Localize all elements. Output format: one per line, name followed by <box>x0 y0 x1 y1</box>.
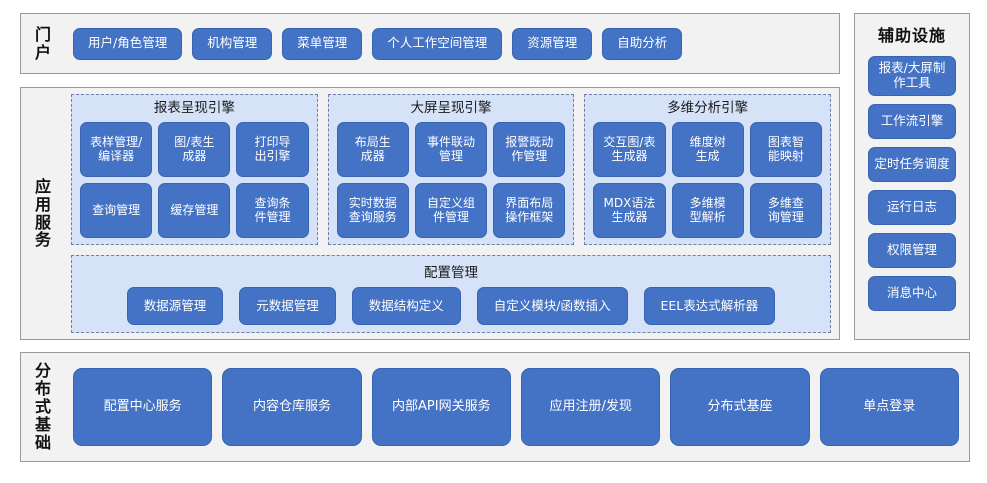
aux-item-report-bigscreen-authoring-tool[interactable]: 报表/大屏制 作工具 <box>868 56 956 96</box>
engine-bigscreen-rendering-title: 大屏呈现引擎 <box>410 100 492 116</box>
application-services-section-label-text: 应用服务 <box>35 176 53 250</box>
portal-item-menu-management[interactable]: 菜单管理 <box>282 27 363 60</box>
engine-item-custom-component-management[interactable]: 自定义组 件管理 <box>414 182 488 238</box>
engine-item-layout-generator[interactable]: 布局生 成器 <box>336 121 409 177</box>
config-item-datasource-management[interactable]: 数据源管理 <box>126 287 224 325</box>
engine-report-rendering-title: 报表呈现引擎 <box>153 100 235 116</box>
base-item-internal-api-gateway-service[interactable]: 内部API网关服务 <box>371 368 511 446</box>
portal-section-label: 门户 <box>21 14 65 73</box>
aux-facilities-title: 辅助设施 <box>877 26 946 45</box>
portal-button-row: 用户/角色管理 机构管理 菜单管理 个人工作空间管理 资源管理 自助分析 <box>73 14 831 73</box>
portal-section-label-text: 门户 <box>35 24 53 62</box>
engine-item-mdx-syntax-generator[interactable]: MDX语法 生成器 <box>593 182 666 238</box>
engine-report-rendering: 报表呈现引擎 表样管理/ 编译器 图/表生 成器 打印导 出引擎 查询管理 缓存… <box>71 94 318 245</box>
portal-item-resource-management[interactable]: 资源管理 <box>512 27 593 60</box>
base-item-config-center-service[interactable]: 配置中心服务 <box>73 368 213 446</box>
distributed-base-row: 配置中心服务 内容仓库服务 内部API网关服务 应用注册/发现 分布式基座 单点… <box>73 353 959 461</box>
base-item-content-repository-service[interactable]: 内容仓库服务 <box>222 368 362 446</box>
engine-bigscreen-rendering: 大屏呈现引擎 布局生 成器 事件联动 管理 报警既动 作管理 实时数据 查询服务… <box>327 94 575 245</box>
application-services-content: 报表呈现引擎 表样管理/ 编译器 图/表生 成器 打印导 出引擎 查询管理 缓存… <box>71 94 832 333</box>
portal-panel: 门户 用户/角色管理 机构管理 菜单管理 个人工作空间管理 资源管理 自助分析 <box>20 13 840 74</box>
config-item-eel-expression-parser[interactable]: EEL表达式解析器 <box>643 287 776 325</box>
engine-multidimensional-analysis-title: 多维分析引擎 <box>667 100 749 116</box>
config-item-custom-module-function-insertion[interactable]: 自定义模块/函数插入 <box>476 287 628 325</box>
engine-item-template-management-compiler[interactable]: 表样管理/ 编译器 <box>80 121 153 177</box>
distributed-base-panel: 分布式基础 配置中心服务 内容仓库服务 内部API网关服务 应用注册/发现 分布… <box>20 352 970 462</box>
base-item-distributed-foundation[interactable]: 分布式基座 <box>670 368 810 446</box>
configuration-management-group: 配置管理 数据源管理 元数据管理 数据结构定义 自定义模块/函数插入 EEL表达… <box>71 255 831 333</box>
engine-bigscreen-rendering-grid: 布局生 成器 事件联动 管理 报警既动 作管理 实时数据 查询服务 自定义组 件… <box>336 121 566 238</box>
aux-item-permission-management[interactable]: 权限管理 <box>868 233 956 268</box>
aux-item-workflow-engine[interactable]: 工作流引擎 <box>868 104 956 139</box>
engine-item-print-export-engine[interactable]: 打印导 出引擎 <box>236 121 309 177</box>
engines-row: 报表呈现引擎 表样管理/ 编译器 图/表生 成器 打印导 出引擎 查询管理 缓存… <box>71 94 832 245</box>
application-services-panel: 应用服务 报表呈现引擎 表样管理/ 编译器 图/表生 成器 打印导 出引擎 查询… <box>20 87 840 340</box>
engine-item-event-linkage-management[interactable]: 事件联动 管理 <box>414 121 488 177</box>
configuration-management-row: 数据源管理 元数据管理 数据结构定义 自定义模块/函数插入 EEL表达式解析器 <box>80 287 822 325</box>
engine-item-query-management[interactable]: 查询管理 <box>80 182 153 238</box>
engine-multidimensional-analysis-grid: 交互图/表 生成器 维度树 生成 图表智 能映射 MDX语法 生成器 多维模 型… <box>593 121 823 238</box>
base-item-app-registration-discovery[interactable]: 应用注册/发现 <box>520 368 661 446</box>
engine-item-realtime-data-query-service[interactable]: 实时数据 查询服务 <box>336 182 409 238</box>
distributed-base-section-label-text: 分布式基础 <box>35 361 53 452</box>
configuration-management-title: 配置管理 <box>424 265 478 281</box>
portal-item-org-management[interactable]: 机构管理 <box>192 27 273 60</box>
engine-item-query-condition-management[interactable]: 查询条 件管理 <box>236 182 309 238</box>
engine-item-interactive-chart-table-generator[interactable]: 交互图/表 生成器 <box>593 121 666 177</box>
config-item-data-structure-definition[interactable]: 数据结构定义 <box>351 287 461 325</box>
engine-multidimensional-analysis: 多维分析引擎 交互图/表 生成器 维度树 生成 图表智 能映射 MDX语法 生成… <box>584 94 832 245</box>
engine-item-alarm-action-management[interactable]: 报警既动 作管理 <box>493 121 566 177</box>
engine-item-multidimensional-query-management[interactable]: 多维查 询管理 <box>749 182 823 238</box>
engine-item-dimension-tree-generation[interactable]: 维度树 生成 <box>671 121 744 177</box>
aux-facilities-panel: 辅助设施 报表/大屏制 作工具 工作流引擎 定时任务调度 运行日志 权限管理 消… <box>854 13 970 340</box>
distributed-base-section-label: 分布式基础 <box>21 353 65 461</box>
aux-item-scheduled-task-scheduler[interactable]: 定时任务调度 <box>868 147 956 182</box>
portal-item-user-role-management[interactable]: 用户/角色管理 <box>73 27 183 60</box>
engine-report-rendering-grid: 表样管理/ 编译器 图/表生 成器 打印导 出引擎 查询管理 缓存管理 查询条 … <box>80 121 309 238</box>
aux-item-message-center[interactable]: 消息中心 <box>868 276 956 311</box>
engine-item-ui-layout-operation-framework[interactable]: 界面布局 操作框架 <box>493 182 566 238</box>
config-item-metadata-management[interactable]: 元数据管理 <box>239 287 336 325</box>
portal-item-personal-workspace-management[interactable]: 个人工作空间管理 <box>372 27 503 60</box>
application-services-section-label: 应用服务 <box>21 88 65 339</box>
engine-item-cache-management[interactable]: 缓存管理 <box>158 182 231 238</box>
base-item-single-sign-on[interactable]: 单点登录 <box>819 368 959 446</box>
engine-item-chart-smart-mapping[interactable]: 图表智 能映射 <box>749 121 823 177</box>
portal-item-self-service-analysis[interactable]: 自助分析 <box>602 27 683 60</box>
aux-item-runtime-logs[interactable]: 运行日志 <box>868 190 956 225</box>
engine-item-chart-table-generator[interactable]: 图/表生 成器 <box>158 121 231 177</box>
engine-item-multidimensional-model-parsing[interactable]: 多维模 型解析 <box>671 182 744 238</box>
